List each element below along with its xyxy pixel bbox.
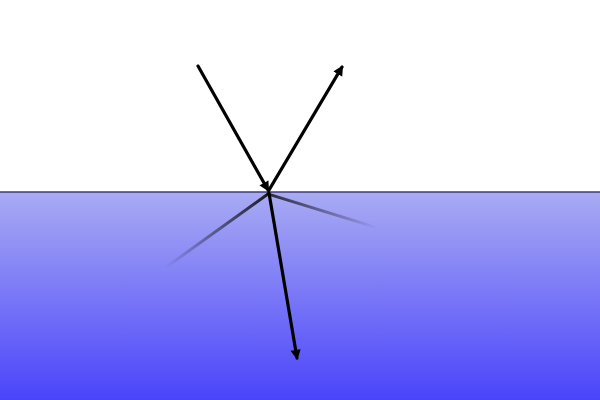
air-region — [0, 0, 600, 192]
incident-ray — [196, 64, 270, 192]
refracted-ray — [267, 191, 301, 361]
faint-ray-right — [266, 192, 380, 230]
water-region — [0, 192, 600, 400]
faint-ray-left — [163, 192, 270, 270]
reflected-ray — [267, 65, 344, 192]
